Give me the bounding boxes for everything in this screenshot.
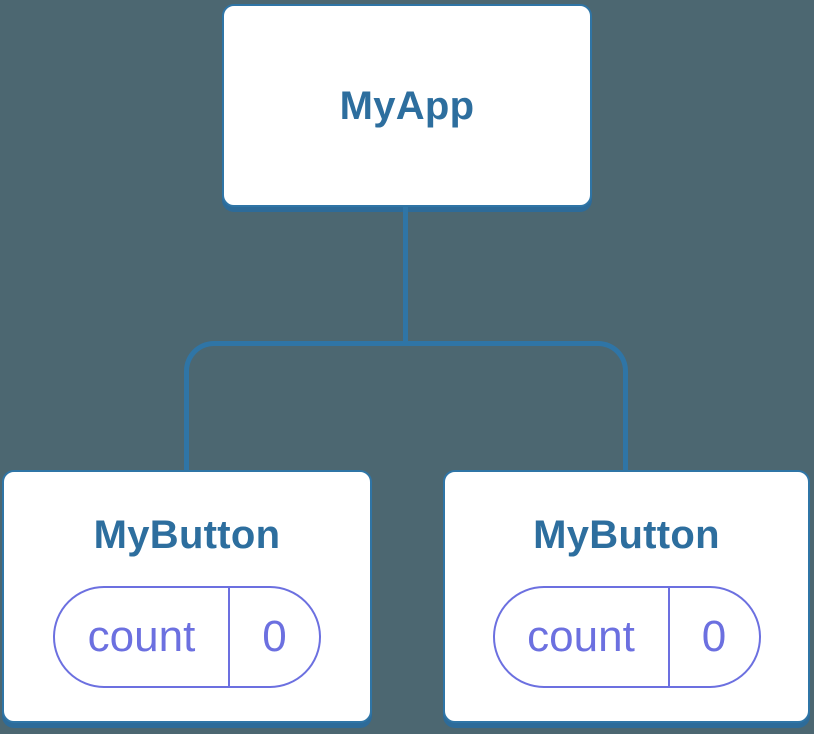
state-pill: count 0 [492,586,761,688]
component-node-child-right: MyButton count 0 [443,470,810,723]
tree-connector-stem [403,207,408,343]
state-value: 0 [262,612,287,661]
tree-connector-bracket [184,341,628,470]
child-node-label: MyButton [533,513,720,557]
state-key-label: count [495,588,670,686]
component-node-child-left: MyButton count 0 [2,470,372,723]
child-node-label: MyButton [93,513,281,557]
state-key-label: count [55,588,230,686]
state-value: 0 [701,612,727,661]
root-node-label: MyApp [339,83,475,128]
state-pill: count 0 [53,586,321,688]
component-node-root: MyApp [222,4,592,207]
